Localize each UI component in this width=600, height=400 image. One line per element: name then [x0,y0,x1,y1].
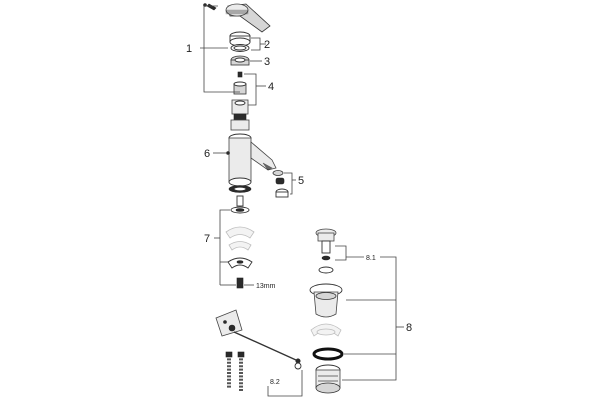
faucet-body [226,133,277,187]
base-gasket [228,185,252,193]
callout-1: 1 [186,43,192,55]
pin-small [237,71,243,78]
aerator-parts [272,170,289,198]
flex-hoses [225,351,245,392]
pop-up-rod [233,331,301,364]
drain-gasket-ghost [310,323,342,337]
callout-3: 3 [264,56,270,68]
callout-7: 7 [204,233,210,245]
rubber-washer [230,206,250,214]
callout-6: 6 [204,148,210,160]
cap-ring [229,31,251,47]
drain-o-ring [312,347,344,361]
set-screw [203,3,217,11]
o-ring-small [230,44,250,52]
rod-clip [294,362,302,370]
handle-lever [225,3,271,33]
drain-plug [315,228,337,274]
callout-8-1: 8.1 [366,255,376,262]
callout-4: 4 [268,81,274,93]
callout-8: 8 [406,322,412,334]
spindle-adapter [233,81,247,95]
fixing-nut [236,277,244,289]
callout-8-2: 8.2 [270,379,280,386]
drain-body [315,364,341,394]
wrench-size-label: 13mm [256,283,276,290]
cartridge [230,99,250,131]
drain-flange [309,283,343,318]
rod-bracket [215,309,243,337]
callout-2: 2 [264,39,270,51]
bonnet-nut [230,55,250,66]
callout-5: 5 [298,175,304,187]
threaded-shank [236,195,244,207]
horseshoe-washer [227,257,253,269]
horseshoe-washer-ghost [225,226,255,251]
leader-lines [200,5,404,397]
